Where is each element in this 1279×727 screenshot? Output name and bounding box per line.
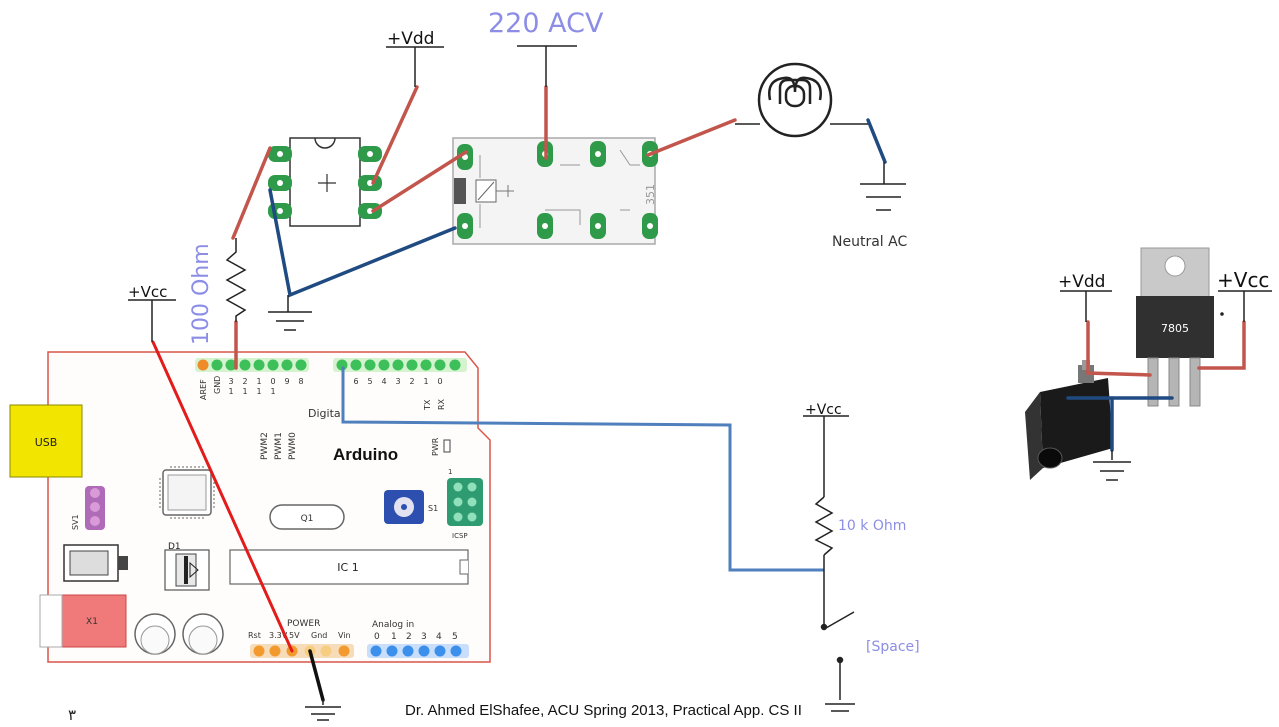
regulator-7805: 7805 xyxy=(1136,247,1214,407)
icsp-header: ICSP 1 xyxy=(447,468,483,540)
pin11-label: 1 xyxy=(256,377,261,386)
gnd-label: GND xyxy=(213,376,222,394)
d1-label: D1 xyxy=(168,542,181,552)
header-pin-labels: AREF GND 3 1 2 1 1 1 0 1 9 8 6 5 4 3 2 1… xyxy=(199,376,446,411)
footer-text: Dr. Ahmed ElShafee, ACU Spring 2013, Pra… xyxy=(405,702,802,719)
resistor-100-label: 100 Ohm xyxy=(189,243,214,345)
dc-jack xyxy=(1025,360,1113,480)
a1-label: 1 xyxy=(391,632,397,642)
regulator-wires xyxy=(1066,320,1246,452)
pwm1-label: PWM1 xyxy=(274,432,284,460)
pwm0-label: PWM0 xyxy=(288,432,298,460)
digital-label: Digital xyxy=(308,407,344,420)
ac-source-label: 220 ACV xyxy=(488,8,604,39)
digital-header xyxy=(195,358,467,372)
q1-label: Q1 xyxy=(301,514,314,524)
a5-label: 5 xyxy=(452,632,458,642)
pin12-label: 2 xyxy=(242,377,247,386)
pin2-label: 2 xyxy=(409,377,414,386)
a3-label: 3 xyxy=(421,632,427,642)
schematic-lines xyxy=(128,45,906,721)
wires xyxy=(151,85,887,702)
resistor-10k-label: 10 k Ohm xyxy=(838,518,906,534)
v33-pin-label: 3.3V xyxy=(269,631,288,640)
power-header: POWER Rst 3.3V 5V Gnd Vin xyxy=(248,619,354,658)
regulator-label: 7805 xyxy=(1161,322,1189,335)
pin10-tens: 1 xyxy=(270,387,275,396)
page-number: ٣ xyxy=(68,706,77,724)
usb-connector xyxy=(9,404,83,478)
vdd-regulator-label: +Vdd xyxy=(1058,272,1105,292)
arduino-title: Arduino xyxy=(333,445,398,464)
pin4-label: 4 xyxy=(381,377,386,386)
space-switch-label: [Space] xyxy=(866,639,920,655)
usb-label: USB xyxy=(35,436,58,449)
vcc-right-label: +Vcc xyxy=(805,402,842,418)
pin8-label: 8 xyxy=(298,377,303,386)
regulator-lines xyxy=(1060,290,1272,481)
pwr-label: PWR xyxy=(431,437,440,456)
rst-pin-label: Rst xyxy=(248,631,261,640)
pin13-tens: 1 xyxy=(228,387,233,396)
pwm2-label: PWM2 xyxy=(260,432,270,460)
a0-label: 0 xyxy=(374,632,380,642)
pin6-label: 6 xyxy=(353,377,358,386)
icsp-pin1: 1 xyxy=(448,468,452,476)
pin10-label: 0 xyxy=(270,377,275,386)
pin5-label: 5 xyxy=(367,377,372,386)
pin13-label: 3 xyxy=(228,377,233,386)
relay-code: 351 xyxy=(644,184,657,205)
capacitors xyxy=(134,613,224,655)
power-label: POWER xyxy=(287,619,320,629)
reset-button: S1 xyxy=(384,490,438,524)
lamp-symbol xyxy=(757,62,833,138)
x1-label: X1 xyxy=(86,617,98,627)
v5-pin-label: 5V xyxy=(289,631,300,640)
pin11-tens: 1 xyxy=(256,387,261,396)
sv1-label: SV1 xyxy=(71,514,80,530)
a4-label: 4 xyxy=(436,632,442,642)
icsp-label: ICSP xyxy=(452,532,468,540)
neutral-label: Neutral AC xyxy=(832,234,907,250)
ic-8pin xyxy=(268,137,382,227)
aref-label: AREF xyxy=(199,379,208,400)
d1-diode: D1 xyxy=(164,542,210,591)
pin12-tens: 1 xyxy=(242,387,247,396)
sv1-header: SV1 xyxy=(71,486,105,530)
arduino-board: USB SV1 X1 xyxy=(9,351,491,663)
vdd-top-label: +Vdd xyxy=(387,29,434,49)
vin-pin-label: Vin xyxy=(338,631,351,640)
pin0-label: 0 xyxy=(437,377,442,386)
relay: 351 xyxy=(452,137,658,245)
vcc-left-label: +Vcc xyxy=(128,283,167,301)
tx-label: TX xyxy=(423,399,432,411)
analog-in-label: Analog in xyxy=(372,620,414,630)
gnd-pin-label: Gnd xyxy=(311,631,327,640)
rx-label: RX xyxy=(437,398,446,410)
pwm-labels: PWM2 PWM1 PWM0 xyxy=(260,432,298,460)
ic1-component: IC 1 xyxy=(229,549,469,585)
pwr-led: PWR xyxy=(431,437,451,456)
ic1-label: IC 1 xyxy=(337,561,358,574)
pin3-label: 3 xyxy=(395,377,400,386)
board-dc-jack xyxy=(63,544,128,582)
pin9-label: 9 xyxy=(284,377,289,386)
s1-label: S1 xyxy=(428,504,438,513)
atmega-chip xyxy=(159,466,215,519)
vcc-regulator-label: +Vcc xyxy=(1217,268,1269,292)
analog-header: Analog in 0 1 2 3 4 5 xyxy=(367,620,469,658)
q1-component: Q1 xyxy=(269,504,345,530)
a2-label: 2 xyxy=(406,632,412,642)
pin1-label: 1 xyxy=(423,377,428,386)
